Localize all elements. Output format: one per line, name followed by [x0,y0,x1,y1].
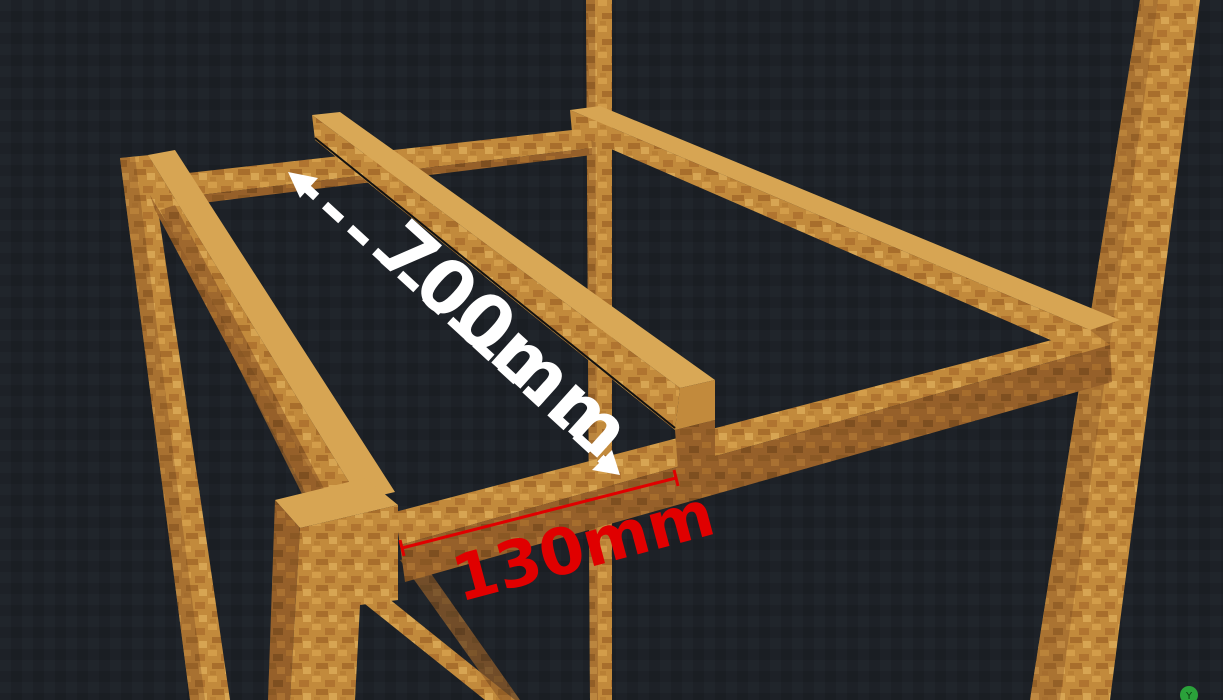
middle-rail [312,112,715,470]
lower-diagonal-brace [160,205,520,700]
front-corner-post [268,478,398,700]
front-top-beam [395,330,1112,582]
axis-indicator[interactable]: Y [1180,686,1198,700]
left-front-leg [120,155,230,700]
y-axis-icon[interactable] [1180,686,1198,700]
arrowhead-end [592,450,620,475]
right-top-beam [570,106,1120,358]
axis-indicator-label: Y [1185,691,1193,700]
arrowhead-start [288,172,318,198]
